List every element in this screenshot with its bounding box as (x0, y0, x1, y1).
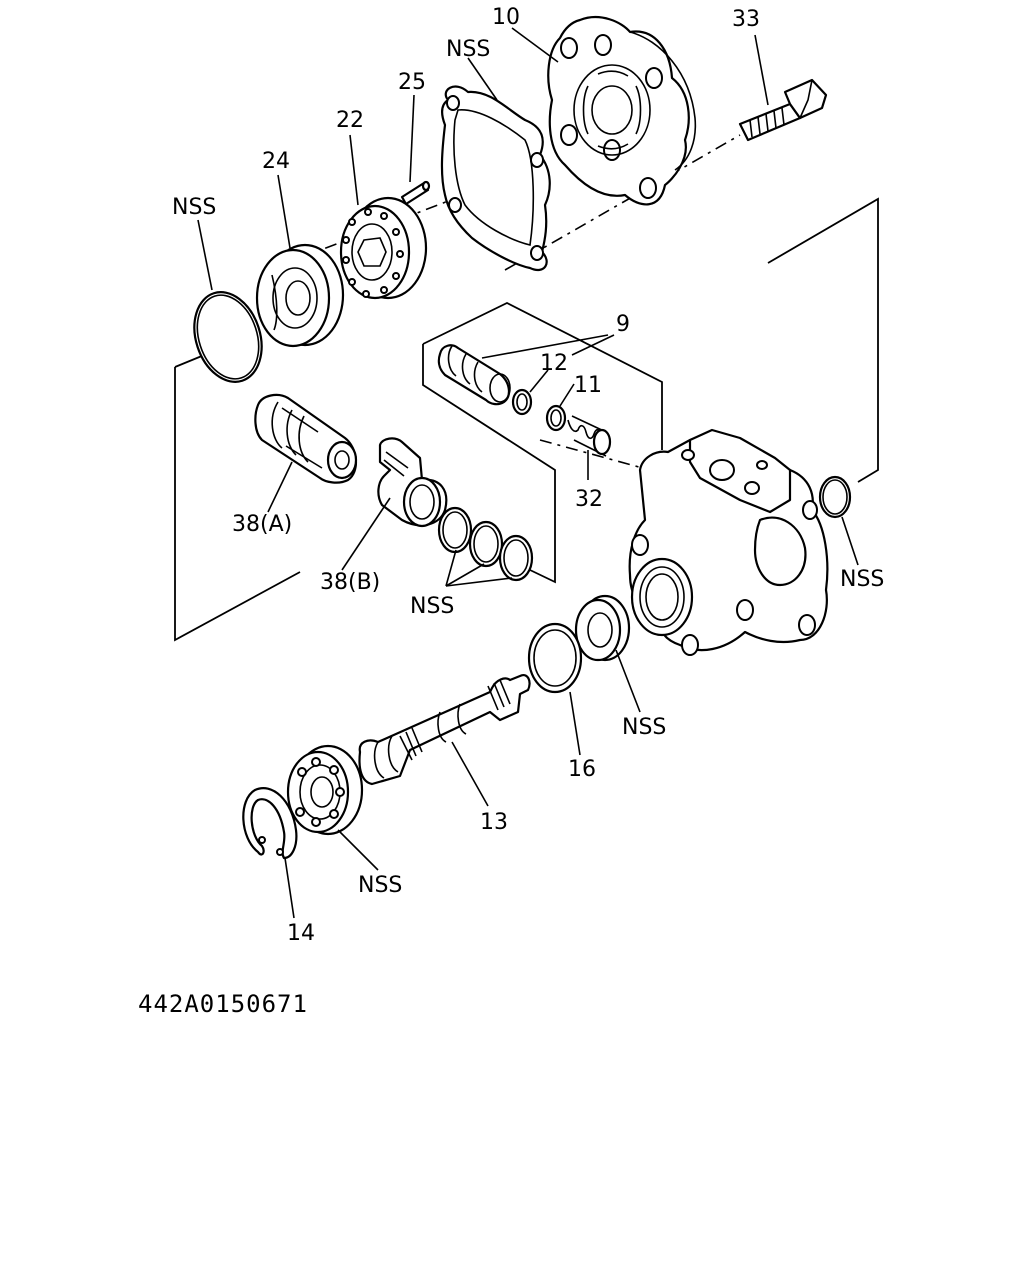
spool-valve-9 (437, 344, 511, 406)
pin-25 (400, 180, 431, 206)
o-ring-set (437, 506, 534, 582)
shaft-13 (358, 674, 531, 786)
label-nss-bearing: NSS (358, 873, 402, 898)
pump-body (628, 428, 829, 656)
label-part-13: 13 (480, 810, 508, 835)
shim-16 (527, 622, 583, 694)
seal-11 (545, 404, 567, 432)
group-frame-9-top (422, 301, 663, 450)
cover-plate-10 (547, 15, 697, 206)
drawing-number: 442A0150671 (138, 990, 308, 1018)
label-part-9: 9 (616, 312, 630, 337)
bearing (286, 744, 364, 836)
group-frame-38 (174, 367, 301, 642)
label-part-16: 16 (568, 757, 596, 782)
label-part-14: 14 (287, 921, 315, 946)
group-frame-cover (767, 197, 879, 483)
axis-valve (539, 439, 651, 471)
snap-ring-14 (242, 787, 298, 860)
label-nss-gasket: NSS (446, 37, 490, 62)
fitting-38b (377, 437, 448, 528)
label-nss-seal: NSS (622, 715, 666, 740)
cam-ring-22 (339, 196, 428, 300)
axis-cover (299, 182, 496, 259)
label-nss-oring-right: NSS (840, 567, 884, 592)
o-ring-right (818, 475, 852, 519)
spring-32 (567, 415, 612, 457)
label-nss-oring-left: NSS (172, 195, 216, 220)
label-part-38b: 38(B) (320, 570, 380, 595)
gasket-nss (440, 85, 551, 271)
label-part-12: 12 (540, 351, 568, 376)
valve-38a (254, 393, 358, 484)
o-ring-left (193, 291, 263, 383)
label-part-25: 25 (398, 70, 426, 95)
bushing-24 (255, 243, 345, 348)
label-part-32: 32 (575, 487, 603, 512)
label-nss-orings: NSS (410, 594, 454, 619)
label-part-24: 24 (262, 149, 290, 174)
bolt-33 (738, 78, 828, 142)
label-part-22: 22 (336, 108, 364, 133)
oil-seal (574, 594, 631, 662)
label-part-10: 10 (492, 5, 520, 30)
label-part-11: 11 (574, 373, 602, 398)
label-part-33: 33 (732, 7, 760, 32)
label-part-38a: 38(A) (232, 512, 292, 537)
leader-lines (197, 27, 859, 919)
seal-12 (511, 388, 533, 416)
group-frame-9 (422, 344, 556, 584)
